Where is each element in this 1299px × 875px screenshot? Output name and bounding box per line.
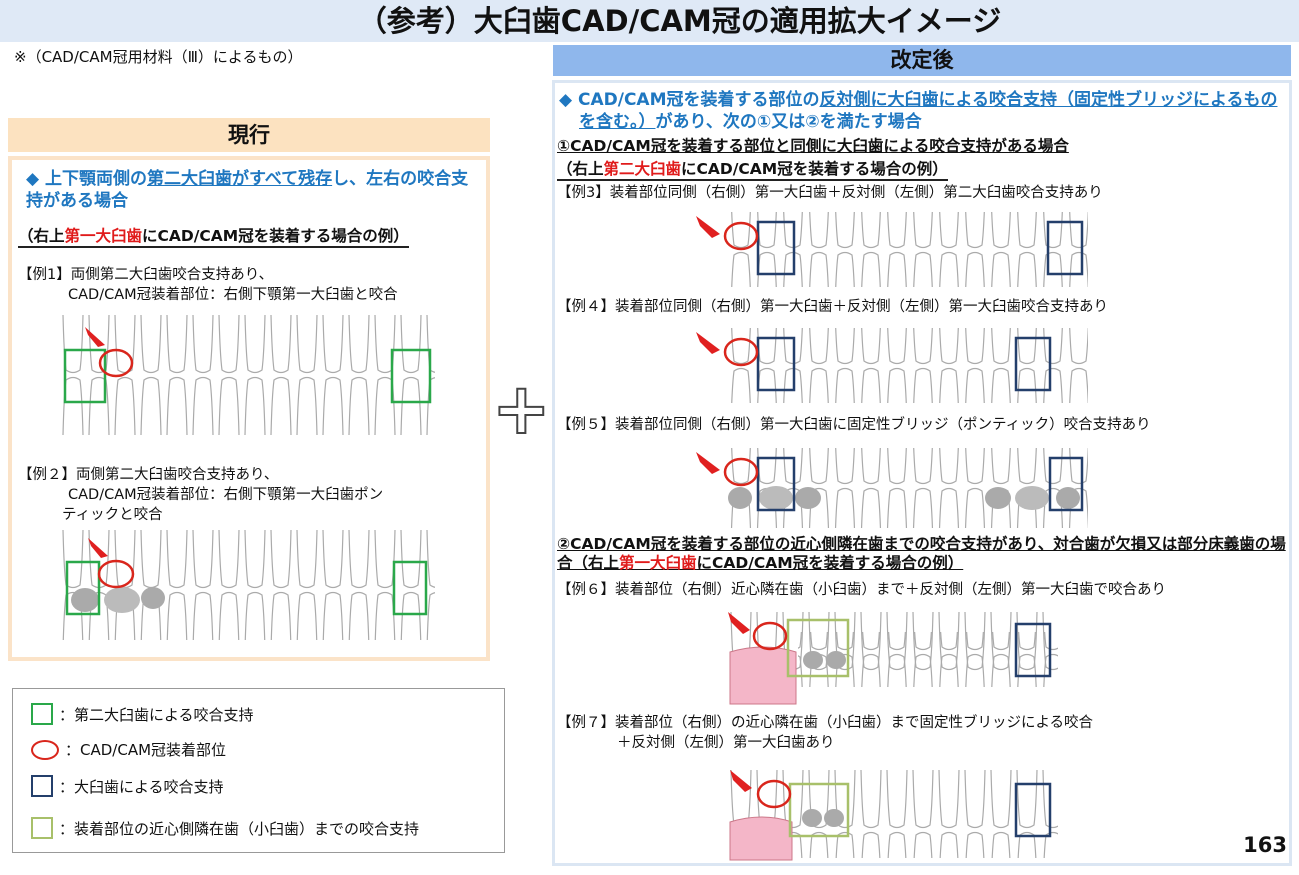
- red-ellipse-icon: [31, 739, 59, 760]
- cond-text: し、左右の咬合支持がある場合: [26, 169, 469, 211]
- cond-text: ◆ 上下顎両側の: [26, 169, 147, 189]
- ex2-line1: 【例２】両側第二大臼歯咬合支持あり、: [18, 467, 279, 483]
- ex2-line2: CAD/CAM冠装着部位：右側下顎第一大臼歯ポン: [68, 487, 384, 503]
- ex1-line2: CAD/CAM冠装着部位：右側下顎第一大臼歯と咬合: [68, 287, 398, 303]
- legend-label: ：大臼歯による咬合支持: [59, 777, 224, 796]
- legend-item-cadcam: ：CAD/CAM冠装着部位: [31, 739, 226, 760]
- cond-text: ◆ CAD/CAM冠を装着する部位の: [559, 90, 820, 110]
- cond-highlight: 反対側に大臼歯による咬合支持（固定性ブリッジによるものを含む。）: [579, 90, 1278, 132]
- dental-diagram-ex6: [728, 612, 1058, 705]
- legend-item-premolar: ：装着部位の近心側隣在歯（小臼歯）までの咬合支持: [31, 817, 419, 839]
- current-header: 現行: [8, 118, 490, 152]
- legend-label: ：CAD/CAM冠装着部位: [65, 741, 227, 759]
- note-text: （右上: [18, 227, 65, 245]
- ex7-line2: ＋反対側（左側）第一大臼歯あり: [617, 735, 835, 751]
- example-2-caption: 【例２】両側第二大臼歯咬合支持あり、 CAD/CAM冠装着部位：右側下顎第一大臼…: [18, 465, 383, 525]
- case-1-example-note: （右上第二大臼歯にCAD/CAM冠を装着する場合の例）: [557, 157, 948, 181]
- case-1-title: ①CAD/CAM冠を装着する部位と同側に大臼歯による咬合支持がある場合: [557, 137, 1069, 155]
- example-5-caption: 【例５】装着部位同側（右側）第一大臼歯に固定性ブリッジ（ポンティック）咬合支持あ…: [557, 417, 1151, 433]
- case-2-title: ②CAD/CAM冠を装着する部位の近心側隣在歯までの咬合支持があり、対合歯が欠損…: [557, 535, 1292, 573]
- note-text: にCAD/CAM冠を装着する場合の例）: [681, 160, 948, 178]
- legend-item-molar: ：大臼歯による咬合支持: [31, 775, 224, 797]
- legend-label: ：装着部位の近心側隣在歯（小臼歯）までの咬合支持: [59, 819, 420, 838]
- example-4-caption: 【例４】装着部位同側（右側）第一大臼歯＋反対側（左側）第一大臼歯咬合支持あり: [557, 299, 1108, 315]
- dental-diagram-ex2: [60, 530, 435, 640]
- note-tooth: 第二大臼歯: [603, 160, 682, 178]
- revised-condition: ◆ CAD/CAM冠を装着する部位の反対側に大臼歯による咬合支持（固定性ブリッジ…: [559, 89, 1289, 133]
- ex7-line1: 【例７】装着部位（右側）の近心隣在歯（小臼歯）まで固定性ブリッジによる咬合: [557, 715, 1094, 731]
- current-example-note: （右上第一大臼歯にCAD/CAM冠を装着する場合の例）: [18, 224, 409, 248]
- legend-item-second-molar: ：第二大臼歯による咬合支持: [31, 703, 254, 725]
- example-1-caption: 【例1】両側第二大臼歯咬合支持あり、 CAD/CAM冠装着部位：右側下顎第一大臼…: [18, 265, 398, 305]
- cond-text: があり、次の①又は②を満たす場合: [655, 112, 922, 132]
- ex1-line1: 【例1】両側第二大臼歯咬合支持あり、: [18, 267, 274, 283]
- page-number: 163: [1243, 833, 1287, 857]
- example-7-caption: 【例７】装着部位（右側）の近心隣在歯（小臼歯）まで固定性ブリッジによる咬合 ＋反…: [557, 713, 1093, 753]
- cond-highlight: 第二大臼歯がすべて残存: [147, 169, 333, 189]
- material-note: ※（CAD/CAM冠用材料（Ⅲ）によるもの）: [14, 48, 303, 66]
- green-square-icon: [31, 703, 53, 725]
- legend: ：第二大臼歯による咬合支持 ：CAD/CAM冠装着部位 ：大臼歯による咬合支持 …: [12, 688, 505, 853]
- dental-diagram-ex3: [696, 212, 1088, 287]
- case2-text: にCAD/CAM冠を装着する場合の例）: [696, 554, 964, 572]
- ex2-line3: ティックと咬合: [62, 507, 163, 523]
- plus-icon: +: [491, 367, 552, 451]
- navy-square-icon: [31, 775, 53, 797]
- case2-text: ②CAD/CAM冠を装着する部位の近心側隣在歯までの咬合支持があり、対合歯が欠損…: [557, 535, 1286, 572]
- dental-diagram-ex4: [696, 328, 1088, 403]
- case2-tooth: 第一大臼歯: [619, 554, 697, 572]
- dental-diagram-ex7: [728, 770, 1058, 861]
- page-title: （参考）大臼歯CAD/CAM冠の適用拡大イメージ: [0, 0, 1299, 42]
- dental-diagram-ex5: [696, 448, 1088, 528]
- example-6-caption: 【例６】装着部位（右側）近心隣在歯（小臼歯）まで＋反対側（左側）第一大臼歯で咬合…: [557, 582, 1166, 598]
- olive-square-icon: [31, 817, 53, 839]
- current-condition: ◆ 上下顎両側の第二大臼歯がすべて残存し、左右の咬合支持がある場合: [26, 168, 476, 212]
- note-tooth: 第一大臼歯: [64, 227, 143, 245]
- revised-header: 改定後: [553, 45, 1291, 76]
- note-text: （右上: [557, 160, 604, 178]
- note-text: にCAD/CAM冠を装着する場合の例）: [142, 227, 409, 245]
- legend-label: ：第二大臼歯による咬合支持: [59, 705, 254, 724]
- example-3-caption: 【例3】装着部位同側（右側）第一大臼歯＋反対側（左側）第二大臼歯咬合支持あり: [557, 185, 1103, 201]
- dental-diagram-ex1: [60, 315, 435, 435]
